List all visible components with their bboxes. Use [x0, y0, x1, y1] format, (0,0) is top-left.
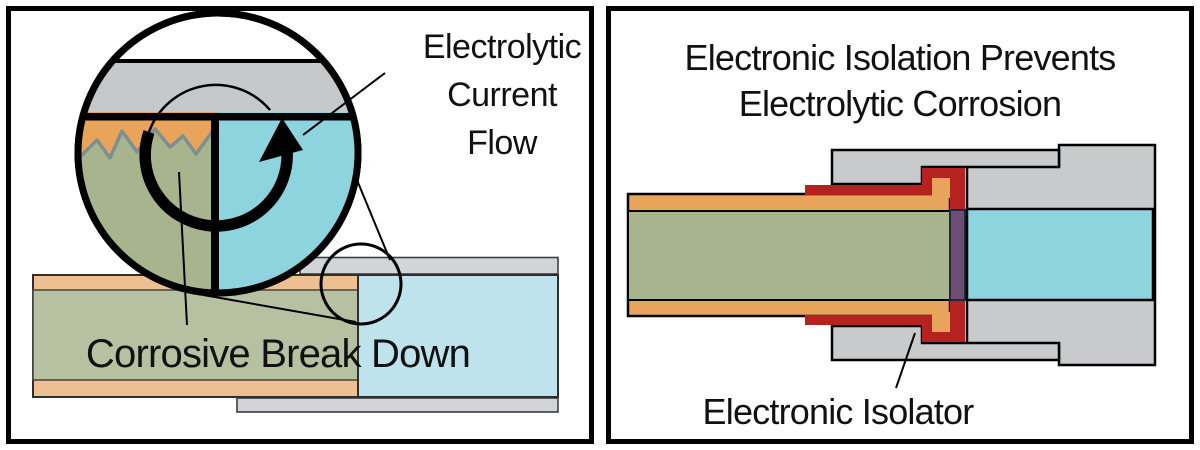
flow-label-line2: Current — [447, 76, 558, 114]
dielectric-spacer — [949, 209, 966, 301]
breakdown-label-pointer — [178, 171, 188, 326]
right-panel-title-line2: Electrolytic Corrosion — [739, 83, 1062, 124]
right-panel-title-line1: Electronic Isolation Prevents — [684, 37, 1115, 78]
lining-step-bottom — [932, 312, 950, 332]
union-nut-top — [830, 148, 1061, 186]
isolated-pipe-interior — [627, 210, 951, 301]
current-loop-thick-arc — [139, 130, 293, 232]
current-loop-thin-arc — [147, 83, 271, 133]
right-pipe-interior — [357, 274, 559, 398]
breakdown-label: Corrosive Break Down — [86, 332, 470, 376]
right-panel: Electronic Isolation Prevents Electrolyt… — [606, 6, 1194, 444]
lining-step-top — [932, 178, 950, 198]
flow-label-pointer — [302, 72, 386, 136]
fitting-pipe-interior — [965, 207, 1155, 302]
magnified-wall-top-line — [81, 59, 355, 63]
current-flow-arrowhead-icon — [259, 118, 303, 162]
magnified-joint-divider — [211, 117, 219, 290]
magnifier-connector-upper — [356, 179, 391, 261]
magnifier-connector-lower — [191, 292, 357, 323]
pipe-upper-gray-sleeve — [299, 256, 559, 275]
magnified-gray-wall — [81, 62, 355, 113]
joint-detail-circle — [319, 242, 403, 326]
magnifier-circle-rim — [74, 9, 362, 297]
isolator-label: Electronic Isolator — [703, 391, 975, 432]
flow-label-line3: Flow — [467, 124, 538, 162]
pipe-lower-gray-sleeve — [236, 397, 559, 413]
union-nut-bottom — [830, 324, 1061, 362]
left-panel: Electrolytic Current Flow Corrosive Brea… — [6, 6, 594, 444]
isolator-label-pointer — [895, 332, 916, 389]
flow-label-line1: Electrolytic — [423, 28, 582, 66]
magnified-wall-bottom-line — [81, 113, 355, 121]
isolator-red-layer-bottom — [805, 300, 965, 342]
isolator-red-layer-top — [805, 168, 965, 210]
corrosion-zigzag-line — [81, 127, 219, 160]
